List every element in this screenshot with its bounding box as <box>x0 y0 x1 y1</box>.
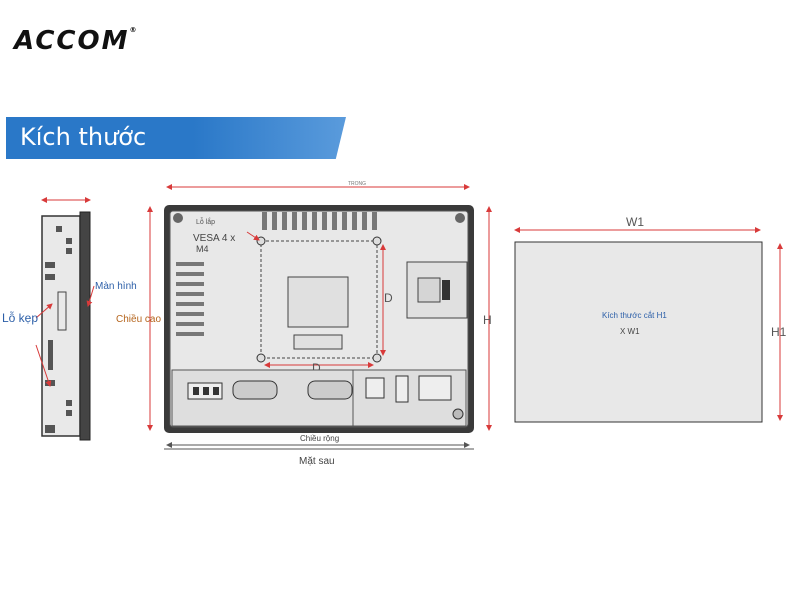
vesa-outline <box>260 240 378 359</box>
screen-pointer <box>86 285 95 307</box>
rear-view: TRONG Chiều cao <box>116 181 492 467</box>
clip-slot <box>56 226 62 232</box>
clip-slot <box>66 238 72 244</box>
vesa-hole <box>372 236 382 246</box>
clip-slot <box>66 248 72 254</box>
clip-pointer <box>35 303 53 319</box>
cutout-rectangle <box>514 241 763 423</box>
clip-pointer <box>35 344 52 387</box>
install-hole-pointer <box>246 231 260 241</box>
corner-screw <box>455 213 465 223</box>
vesa-label-line1: VESA 4 x <box>193 233 235 244</box>
top-vents <box>262 212 377 230</box>
label-plate <box>287 276 349 328</box>
com1-port <box>232 380 278 400</box>
vesa-label-line2: M4 <box>196 244 209 254</box>
screen-label: Màn hình <box>95 281 137 292</box>
clip-slot <box>66 410 72 416</box>
card-slot <box>417 277 441 303</box>
side-port <box>45 274 55 280</box>
vesa-hole <box>372 353 382 363</box>
card-latch <box>442 280 450 300</box>
vesa-d-horizontal-label: D <box>312 361 321 375</box>
side-connector <box>57 291 67 331</box>
logo-text: ACCOM <box>14 26 130 56</box>
ethernet-port <box>418 375 452 401</box>
usb-b-port <box>365 377 385 399</box>
vesa-hole <box>256 353 266 363</box>
corner-screw <box>173 213 183 223</box>
rear-view-caption: Mặt sau <box>299 456 335 467</box>
side-body <box>41 215 81 437</box>
cutout-text-line2: X W1 <box>620 327 640 336</box>
cutout-view: W1 Kích thước cắt H1 X W1 H1 <box>514 215 787 423</box>
h1-label: H1 <box>771 325 787 339</box>
install-hole-label: Lỗ lắp <box>196 217 215 226</box>
side-port <box>45 425 55 433</box>
section-title: Kích thước <box>20 123 147 151</box>
vesa-hole <box>256 236 266 246</box>
section-banner: Kích thước <box>6 117 346 159</box>
w1-label: W1 <box>626 215 644 229</box>
usb-a-port <box>395 375 409 403</box>
cutout-text-line1: Kích thước cắt H1 <box>602 311 667 320</box>
logo-registered-mark: ® <box>129 26 139 34</box>
height-label: Chiều cao <box>116 313 161 325</box>
clip-hole-label: Lỗ kẹp <box>2 310 38 325</box>
top-dimension-label: TRONG <box>348 181 366 187</box>
side-bezel <box>79 211 91 441</box>
clip-slot <box>66 400 72 406</box>
barcode-plate <box>293 334 343 350</box>
side-port <box>45 262 55 268</box>
side-view: Màn hình Lỗ kẹp <box>2 197 137 441</box>
com2-port <box>307 380 353 400</box>
left-vents <box>176 262 204 336</box>
vesa-d-vertical-label: D <box>384 291 393 305</box>
width-label: Chiều rộng <box>300 434 339 443</box>
h-label: H <box>483 313 492 327</box>
accom-logo: ACCOM® <box>14 26 138 56</box>
ground-screw <box>452 408 464 420</box>
side-port <box>48 340 53 370</box>
